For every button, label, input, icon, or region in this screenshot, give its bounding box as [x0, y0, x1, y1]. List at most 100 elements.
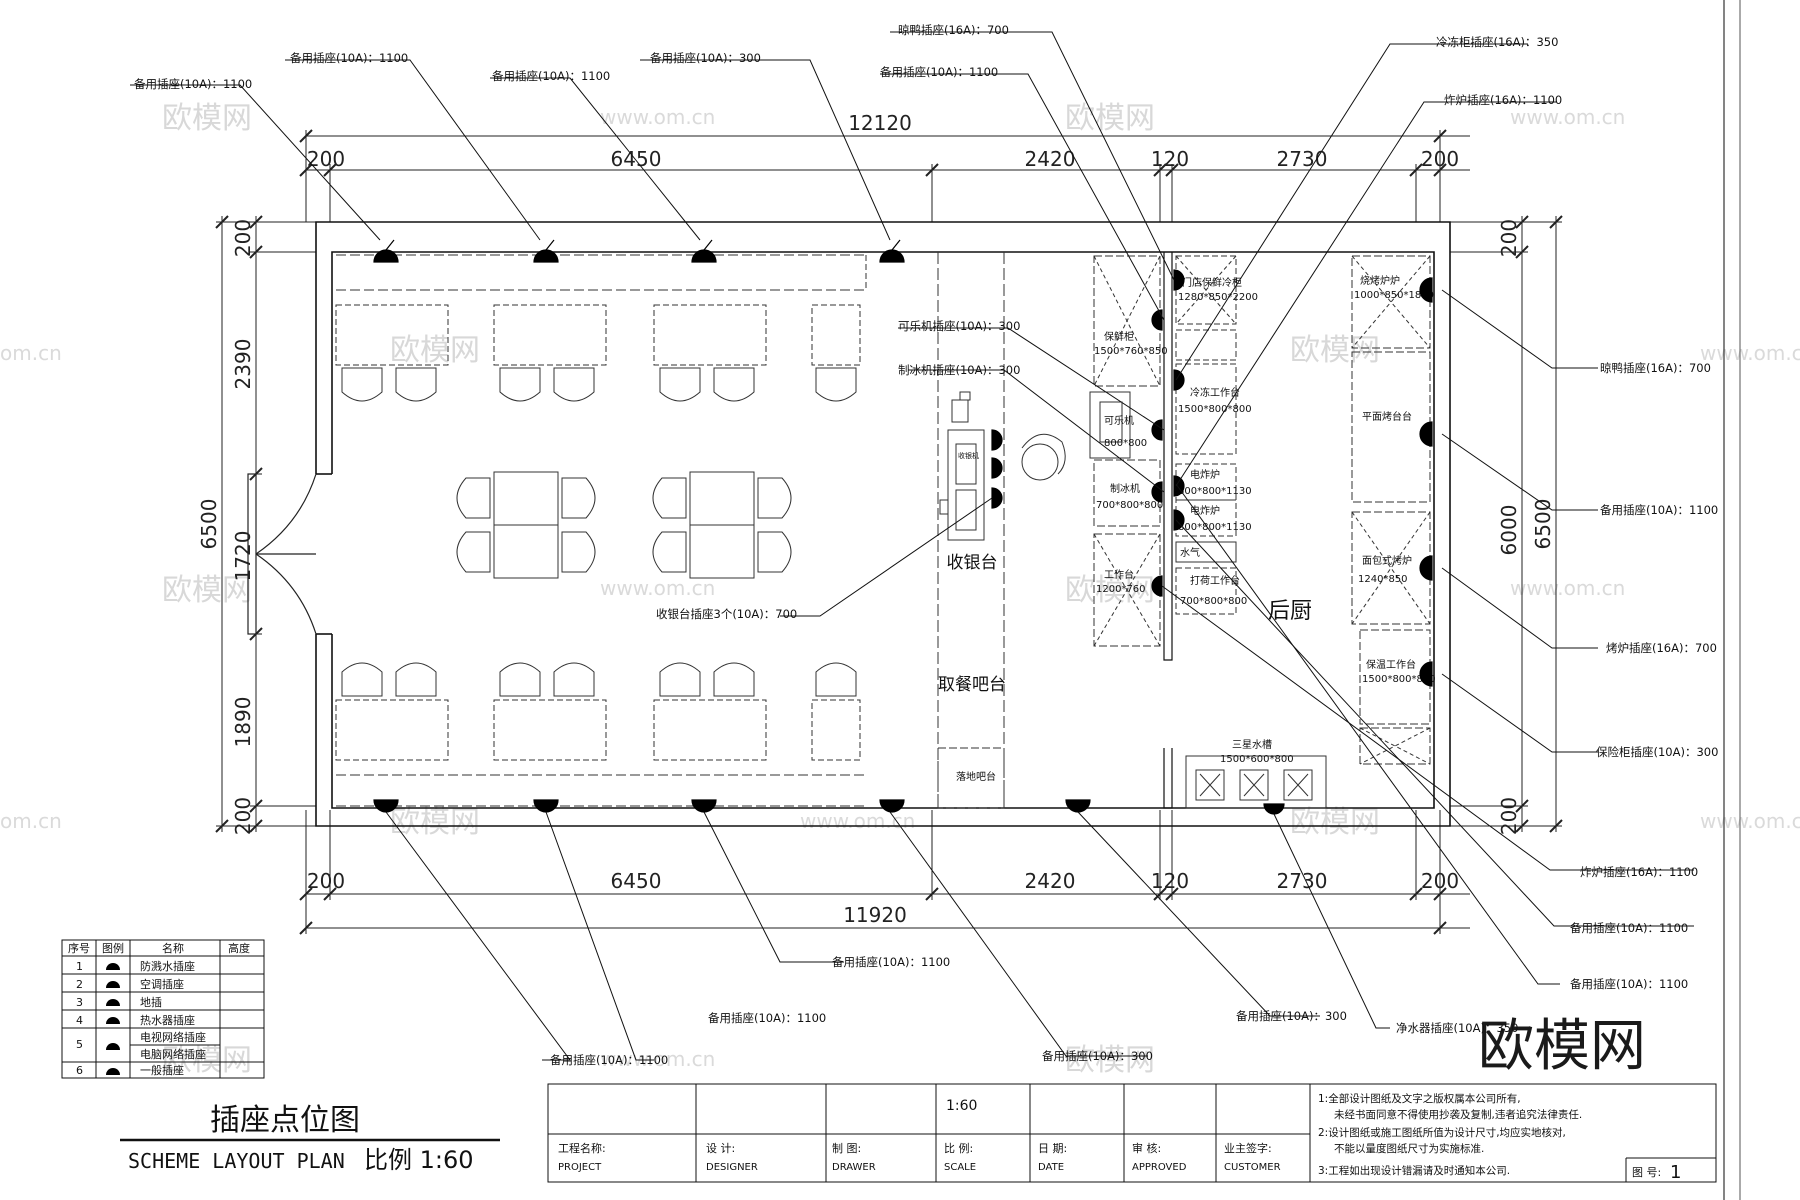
equipment-size: 1500*760*850: [1094, 346, 1168, 357]
dim-left-top: 200: [231, 219, 255, 257]
legend-no: 1: [76, 960, 83, 973]
legend-no: 2: [76, 978, 83, 991]
outlet-icon: [691, 249, 717, 263]
equipment-size: 1240*850: [1358, 574, 1408, 585]
title-block-project: 工程名称:: [558, 1141, 606, 1155]
callout-label: 备用插座(10A)：1100: [708, 1011, 826, 1025]
equipment-size: 1500*800*800: [1178, 404, 1252, 415]
watermark-url: www.om.cn: [800, 809, 915, 833]
entrance-door: [247, 473, 317, 635]
dim-top-dining: 6450: [611, 147, 662, 171]
equipment-label: 平面烤台台: [1362, 410, 1412, 423]
title-block-scale-en: SCALE: [944, 1162, 976, 1173]
kitchen-equipment-left: [1089, 255, 1161, 647]
callout-label: 晾鸭插座(16A)：700: [898, 23, 1009, 37]
legend-header: 名称: [162, 941, 184, 955]
callout-label: 冷冻柜插座(16A)：350: [1436, 35, 1558, 49]
legend-header: 图例: [102, 941, 124, 955]
callout-label: 备用插座(10A)：1100: [550, 1053, 668, 1067]
title-block-approved: 审 核:: [1132, 1141, 1161, 1155]
outlet-icon: [533, 799, 559, 813]
dim-bottom-wall-left: 200: [307, 869, 345, 893]
equipment-label: 打荷工作台: [1190, 574, 1240, 587]
outlet-icon: [1419, 421, 1433, 447]
title-block-designer: 设 计:: [706, 1142, 735, 1155]
legend-name: 热水器插座: [140, 1013, 195, 1027]
legend-name: 地插: [140, 995, 162, 1009]
equipment-label: 保鲜柜: [1104, 330, 1134, 343]
watermark-logo: 欧模网: [1065, 101, 1155, 136]
equipment-label: 保温工作台: [1366, 658, 1416, 671]
outlet-icon: [1065, 799, 1091, 813]
room-label-pickup: 取餐吧台: [938, 675, 1006, 695]
dim-top-wall-right: 200: [1421, 147, 1459, 171]
watermark-logo: 欧模网: [1065, 1043, 1155, 1078]
outlet-icon: [879, 249, 905, 263]
legend-no: 6: [76, 1064, 83, 1077]
legend-name: 电视网络插座: [140, 1030, 206, 1044]
dim-top-partition: 120: [1151, 147, 1189, 171]
watermark-edge: om.cn: [0, 809, 62, 833]
equipment-label: 制冰机: [1110, 482, 1140, 495]
leader-lines: [130, 31, 1694, 1061]
outlets: [373, 239, 1433, 815]
watermarks: 欧模网 www.om.cn 欧模网 www.om.cn 欧模网 om.cn 欧模…: [0, 101, 1800, 1078]
equipment-label-floor-bar: 落地吧台: [956, 770, 996, 783]
title-block-customer: 业主签字:: [1224, 1141, 1272, 1155]
callout-label: 备用插座(10A)：1100: [290, 51, 408, 65]
dim-bottom-wall-right: 200: [1421, 869, 1459, 893]
outlet-icon: [1419, 661, 1433, 687]
equipment-label: 工作台: [1104, 568, 1134, 581]
callout-label: 备用插座(10A)：300: [1236, 1009, 1347, 1023]
watermark-logo: 欧模网: [1290, 333, 1380, 368]
kitchen-equipment-middle: [1175, 255, 1237, 615]
equipment-size: 1500*800*800: [1362, 674, 1436, 685]
legend-no: 3: [76, 996, 83, 1009]
heater-outlet-icon: [106, 1017, 120, 1024]
dim-left-overall: 6500: [197, 499, 221, 550]
legend-name: 防溅水插座: [140, 959, 195, 973]
title-block-drawer: 制 图:: [832, 1142, 861, 1155]
callout-label: 备用插座(10A)：300: [1042, 1049, 1153, 1063]
dim-left-bottom: 200: [231, 797, 255, 835]
drawing-scale: 比例 1:60: [364, 1146, 474, 1174]
outlet-icon: [1151, 481, 1163, 503]
title-block-approved-en: APPROVED: [1132, 1162, 1187, 1173]
bottom-dimensions: [299, 810, 1470, 935]
title-block-sheet-label: 图 号:: [1632, 1166, 1661, 1179]
equipment-label: 门店保鲜冷柜: [1182, 276, 1242, 289]
note-line: 1:全部设计图纸及文字之版权属本公司所有,: [1318, 1092, 1521, 1105]
outlet-icon: [879, 799, 905, 813]
outlet-icon: [1419, 555, 1433, 581]
callout-label: 备用插座(10A)：1100: [1570, 977, 1688, 991]
note-line: 3:工程如出现设计错漏请及时通知本公司.: [1318, 1164, 1510, 1177]
callout-label: 备用插座(10A)：1100: [832, 955, 950, 969]
callout-label: 制冰机插座(10A)：300: [898, 363, 1020, 377]
equipment-label: 三星水槽: [1232, 738, 1272, 751]
callout-label: 备用插座(10A)：1100: [1600, 503, 1718, 517]
legend-no: 4: [76, 1014, 83, 1027]
watermark-url: www.om.cn: [1510, 105, 1625, 129]
callout-label: 备用插座(10A)：1100: [880, 65, 998, 79]
network-outlet-icon: [106, 1043, 120, 1050]
title-block-date: 日 期:: [1038, 1142, 1067, 1155]
callout-label: 炸炉插座(16A)：1100: [1580, 865, 1698, 879]
equipment-size: 800*800*1130: [1178, 486, 1252, 497]
dim-bottom-dining: 6450: [611, 869, 662, 893]
dim-top-kitchen: 2730: [1277, 147, 1328, 171]
watermark-url: www.om.cn: [600, 1047, 715, 1071]
dim-right-inner: 6000: [1497, 505, 1521, 556]
drawing-title: 插座点位图: [210, 1103, 360, 1138]
watermark-url: www.om.cn: [1510, 576, 1625, 600]
callout-labels: 备用插座(10A)：1100 备用插座(10A)：1100 备用插座(10A)：…: [134, 23, 1718, 1067]
room-label-cashier: 收银台: [947, 553, 998, 573]
title-block: [547, 1083, 1717, 1183]
outlet-icon: [1151, 309, 1163, 331]
top-dimensions: [299, 129, 1470, 222]
general-outlet-icon: [106, 1068, 120, 1075]
callout-label: 炸炉插座(16A)：1100: [1444, 93, 1562, 107]
counter-area: [937, 252, 1066, 809]
callout-label: 烤炉插座(16A)：700: [1606, 641, 1717, 655]
